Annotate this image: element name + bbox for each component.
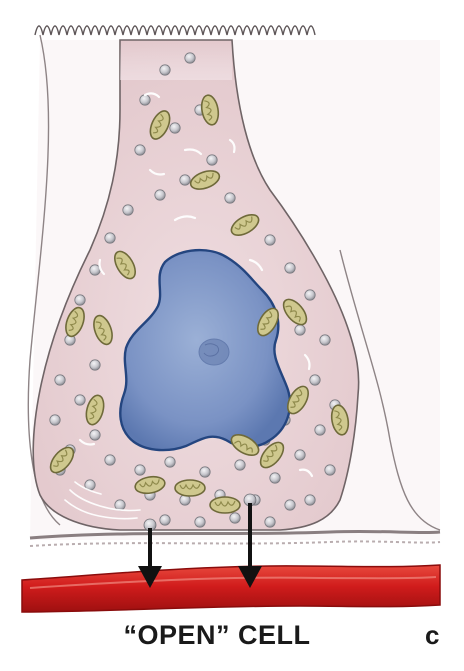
blood-vessel — [22, 565, 440, 612]
nucleolus — [199, 339, 229, 365]
figure-caption: “OPEN” CELL — [0, 620, 464, 651]
microvilli-border — [35, 26, 315, 35]
panel-label: c — [425, 620, 439, 651]
figure-caption-text: “OPEN” CELL — [123, 620, 310, 651]
